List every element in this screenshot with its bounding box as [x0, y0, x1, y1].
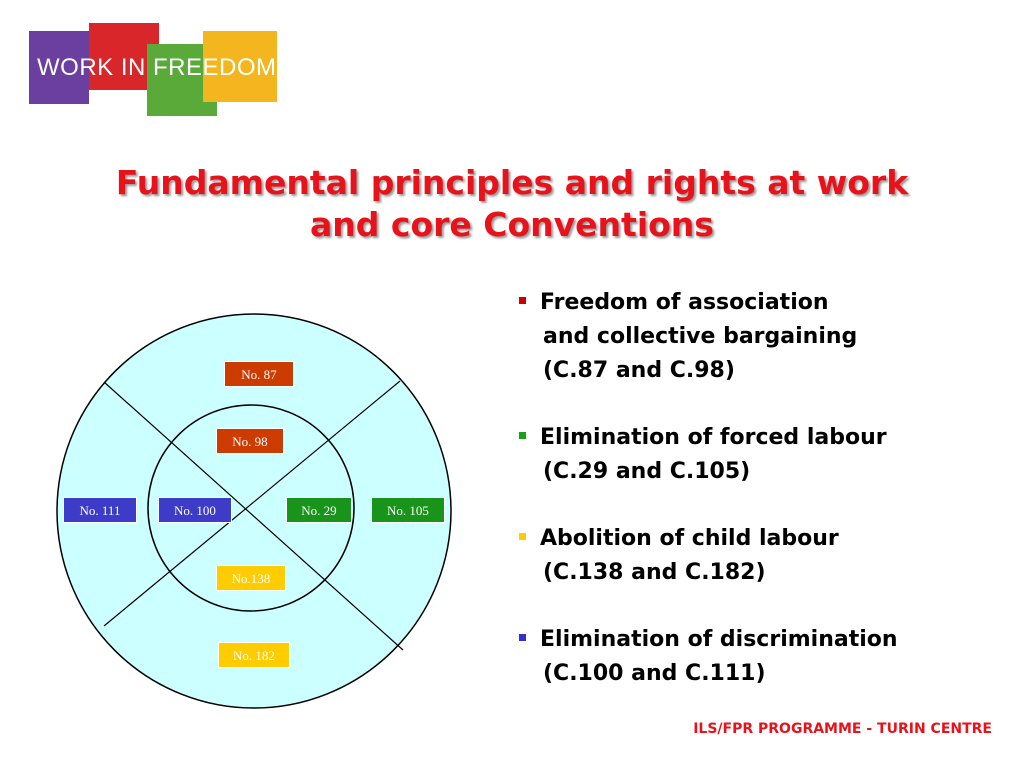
convention-105-box: No. 105 [371, 497, 445, 523]
convention-98-box: No. 98 [216, 428, 284, 454]
list-item-line: and collective bargaining [543, 324, 858, 349]
green-square-bullet-icon [519, 432, 526, 439]
divider-line-a [103, 381, 404, 651]
slide-title-line-1: Fundamental principles and rights at wor… [115, 163, 909, 202]
divider-line-b [103, 380, 401, 627]
list-item-line: (C.87 and C.98) [543, 358, 735, 383]
red-square-bullet-icon [519, 297, 526, 304]
list-item-line: Freedom of association [540, 290, 829, 315]
list-item-line: (C.29 and C.105) [543, 459, 751, 484]
convention-111-box: No. 111 [63, 497, 137, 523]
logo-yellow-square [203, 31, 277, 102]
logo-text: WORK IN FREEDOM [37, 54, 277, 81]
convention-138-box: No.138 [216, 565, 286, 591]
list-item-forced-labour: Elimination of forced labour (C.29 and C… [515, 421, 1015, 489]
convention-100-box: No. 100 [158, 497, 232, 523]
footer-text: ILS/FPR PROGRAMME - TURIN CENTRE [693, 721, 992, 737]
list-item-line: (C.100 and C.111) [543, 661, 766, 686]
blue-square-bullet-icon [519, 634, 526, 641]
list-item-association: Freedom of association and collective ba… [515, 286, 1015, 388]
slide-title-line-2: and core Conventions [310, 205, 714, 244]
slide-title: Fundamental principles and rights at wor… [60, 162, 964, 246]
list-item-child-labour: Abolition of child labour (C.138 and C.1… [515, 522, 1015, 590]
list-item-line: Abolition of child labour [540, 526, 839, 551]
list-item-line: Elimination of discrimination [540, 627, 898, 652]
logo-purple-square [29, 31, 89, 104]
list-item-line: Elimination of forced labour [540, 425, 887, 450]
yellow-square-bullet-icon [519, 533, 526, 540]
convention-182-box: No. 182 [218, 642, 290, 668]
list-item-discrimination: Elimination of discrimination (C.100 and… [515, 623, 1015, 691]
convention-29-box: No. 29 [286, 497, 352, 523]
convention-87-box: No. 87 [224, 361, 294, 387]
work-in-freedom-logo: WORK IN FREEDOM [0, 0, 300, 125]
principles-list: Freedom of association and collective ba… [515, 286, 1015, 724]
list-item-line: (C.138 and C.182) [543, 560, 766, 585]
